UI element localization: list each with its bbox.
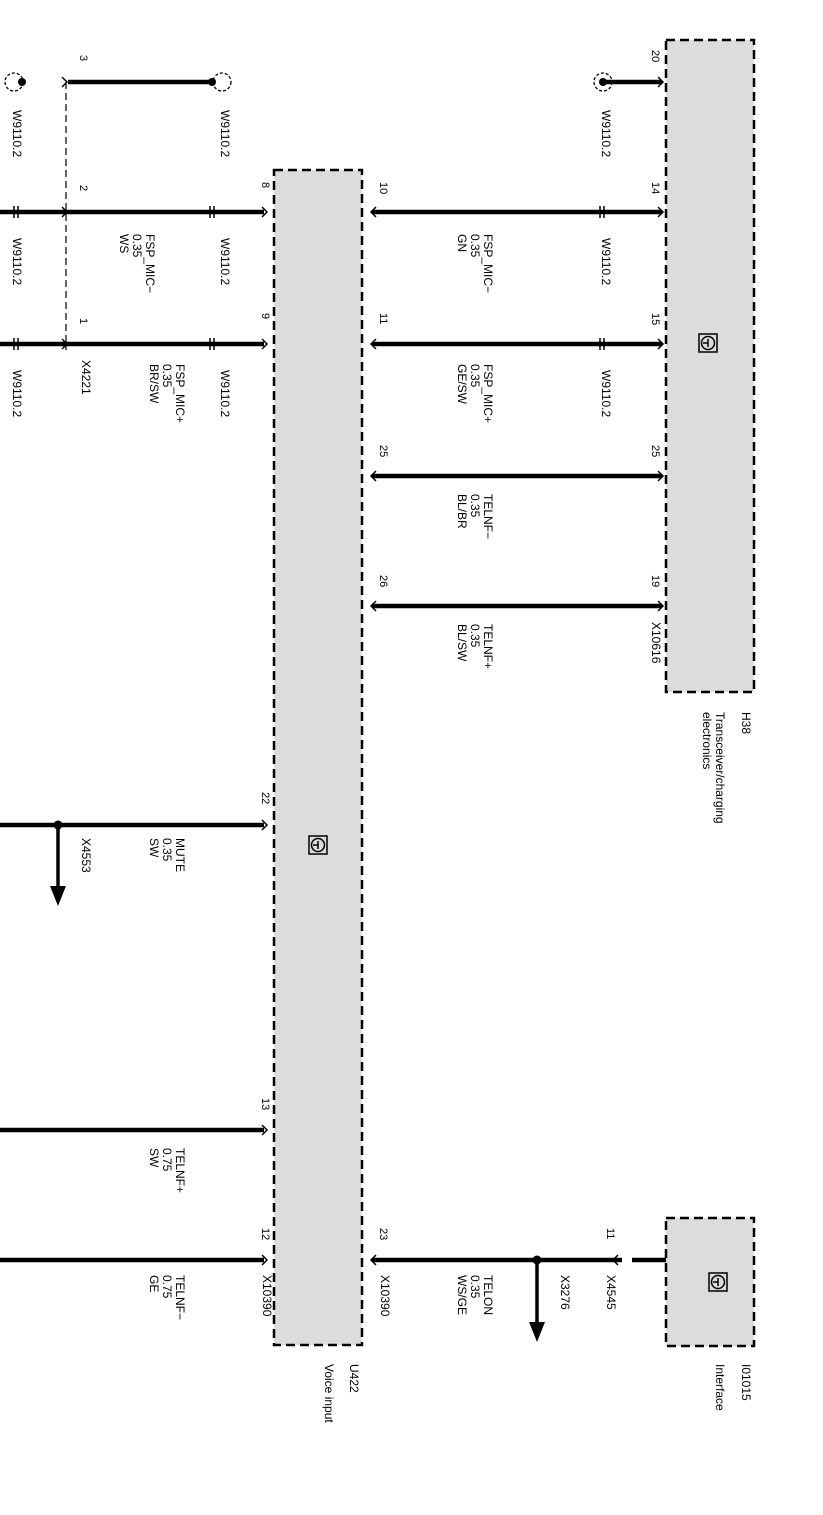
ground-symbol-icon	[698, 333, 718, 353]
wire-color-label: BR/SW	[147, 364, 161, 404]
wire-color-label: BL/SW	[455, 624, 469, 662]
wire-gauge-label: 0.35	[468, 1275, 482, 1299]
splice-w9110-top-right	[593, 72, 613, 92]
pin-number: 8	[259, 182, 271, 188]
connector-label-x3276: X3276	[558, 1275, 572, 1310]
pin-number: 1	[77, 318, 89, 324]
arrow-down-icon	[50, 886, 66, 906]
wire-color-label: GE/SW	[455, 364, 469, 405]
splice-label-w9110: W9110.2	[599, 238, 613, 285]
connector-label-x10390: X10390	[378, 1275, 392, 1317]
connector-label-x10616: X10616	[649, 622, 663, 664]
wire-color-label: WS/GE	[455, 1275, 469, 1315]
pin-number: 3	[77, 55, 89, 61]
wire-color-label: WS	[117, 234, 131, 253]
pin-number: 2	[77, 185, 89, 191]
pin-number: 11	[604, 1228, 616, 1239]
splice-label-w9110: W9110.2	[218, 110, 232, 157]
pin-number: 25	[649, 445, 661, 457]
splice-w9110-left-right	[212, 72, 232, 92]
wire-color-label: GE	[147, 1275, 161, 1292]
wire-signal-label: FSP_MIC+	[173, 364, 187, 423]
pin-number: 22	[259, 792, 271, 804]
wire-gauge-label: 0.35	[160, 364, 174, 388]
splice-label-w9110: W9110.2	[218, 370, 232, 417]
pin-number: 10	[377, 182, 389, 194]
wire-signal-label: TELON	[481, 1275, 495, 1315]
component-box-i01015	[664, 1216, 756, 1348]
pin-number: 11	[377, 313, 389, 324]
wire-gauge-label: 0.35	[160, 838, 174, 862]
wire-gauge-label: 0.75	[160, 1148, 174, 1172]
wire-signal-label: FSP_MIC+	[481, 364, 495, 423]
splice-label-w9110: W9110.2	[10, 110, 24, 157]
pin-number: 12	[259, 1228, 271, 1240]
component-id-u422: U422	[347, 1364, 361, 1393]
connector-label-x4545: X4545	[604, 1275, 618, 1310]
pin-number: 26	[377, 575, 389, 587]
wire-color-label: BL/BR	[455, 494, 469, 529]
pin-number: 15	[649, 313, 661, 325]
wire-gauge-label: 0.35	[130, 234, 144, 258]
component-id-i01015: I01015	[739, 1364, 753, 1401]
splice-label-w9110: W9110.2	[599, 110, 613, 157]
arrow-down-icon	[529, 1322, 545, 1342]
wire-signal-label: TELNF+	[173, 1148, 187, 1193]
component-name-u422: Voice input	[322, 1364, 336, 1423]
wire-signal-label: MUTE	[173, 838, 187, 872]
splice-label-w9110: W9110.2	[10, 238, 24, 285]
wire-signal-label: FSP_MIC−	[143, 234, 157, 293]
ground-symbol-icon	[308, 835, 328, 855]
pin-number: 23	[377, 1228, 389, 1240]
wire-color-label: SW	[147, 838, 161, 858]
pin-number: 13	[259, 1098, 271, 1110]
ground-symbol-icon	[708, 1272, 728, 1292]
splice-label-w9110: W9110.2	[218, 238, 232, 285]
component-name-h38: Transceiver/chargingelectronics	[700, 712, 727, 824]
component-box-u422	[272, 168, 364, 1347]
component-box-h38	[664, 38, 756, 694]
wire-color-label: SW	[147, 1148, 161, 1168]
wire-color-label: GN	[455, 234, 469, 252]
pin-number: 25	[377, 445, 389, 457]
wire-gauge-label: 0.35	[468, 494, 482, 518]
splice-label-w9110: W9110.2	[10, 370, 24, 417]
connector-label-x10390: X10390	[260, 1275, 274, 1317]
component-id-h38: H38	[739, 712, 753, 734]
connector-label-x4553: X4553	[79, 838, 93, 873]
component-name-i01015: Interface	[713, 1364, 727, 1411]
connector-label-x4221: X4221	[79, 360, 93, 395]
splice-label-w9110: W9110.2	[599, 370, 613, 417]
wire-signal-label: TELNF−	[481, 494, 495, 539]
wire-gauge-label: 0.35	[468, 624, 482, 648]
wire-signal-label: TELNF−	[173, 1275, 187, 1320]
pin-number: 9	[259, 313, 271, 319]
wire-gauge-label: 0.75	[160, 1275, 174, 1299]
wire-gauge-label: 0.35	[468, 234, 482, 258]
pin-number: 19	[649, 575, 661, 587]
wire-gauge-label: 0.35	[468, 364, 482, 388]
wire-signal-label: FSP_MIC−	[481, 234, 495, 293]
wire-signal-label: TELNF+	[481, 624, 495, 669]
pin-number: 14	[649, 182, 661, 194]
pin-number: 20	[649, 50, 661, 62]
